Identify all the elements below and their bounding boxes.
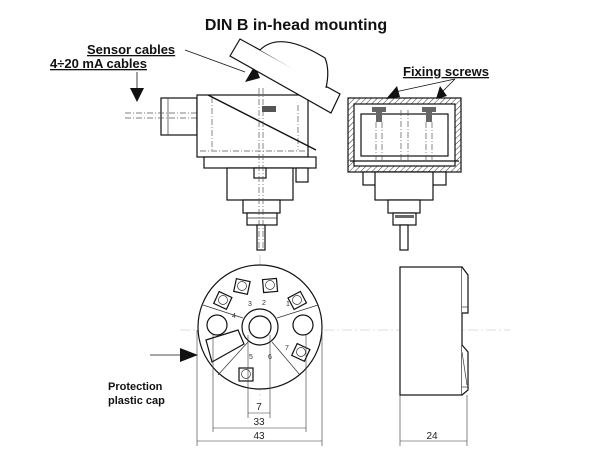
sensor-cables-leader	[184, 49, 246, 73]
fixing-screw-arrow-icon	[386, 86, 400, 99]
protection-cap-label: plastic cap	[108, 395, 165, 407]
terminal-label: 7	[285, 345, 289, 352]
section-view-head	[347, 97, 462, 251]
dimension-depth: 24	[426, 431, 438, 442]
terminal-label: 4	[232, 313, 236, 320]
current-cables-label: 4÷20 mA cables	[50, 56, 147, 71]
dimension-center-hole: 7	[256, 402, 262, 413]
protection-cap-arrow-icon	[180, 348, 198, 362]
dimension-lines	[196, 330, 468, 446]
dimension-hole-spacing: 33	[253, 417, 265, 428]
terminal-label: 3	[248, 301, 252, 308]
transmitter-top-view: 1 2 3 4 5 6 7	[197, 264, 323, 390]
terminal-label: 2	[262, 300, 266, 307]
current-cables-arrow-icon	[130, 88, 144, 102]
terminal-screws	[212, 277, 311, 382]
sensor-cables-label: Sensor cables	[87, 42, 175, 57]
diagram-title: DIN B in-head mounting	[205, 17, 387, 34]
side-view-head	[125, 38, 341, 251]
fixing-screws-leader	[394, 78, 456, 93]
dimension-diameter: 43	[253, 431, 265, 442]
terminal-label: 1	[286, 301, 290, 308]
protection-cap-label: Protection	[108, 381, 163, 393]
fixing-screw-arrow-icon	[436, 86, 447, 99]
fixing-screws-label: Fixing screws	[403, 64, 489, 79]
transmitter-side-view	[399, 266, 469, 396]
terminal-label: 5	[249, 354, 253, 361]
